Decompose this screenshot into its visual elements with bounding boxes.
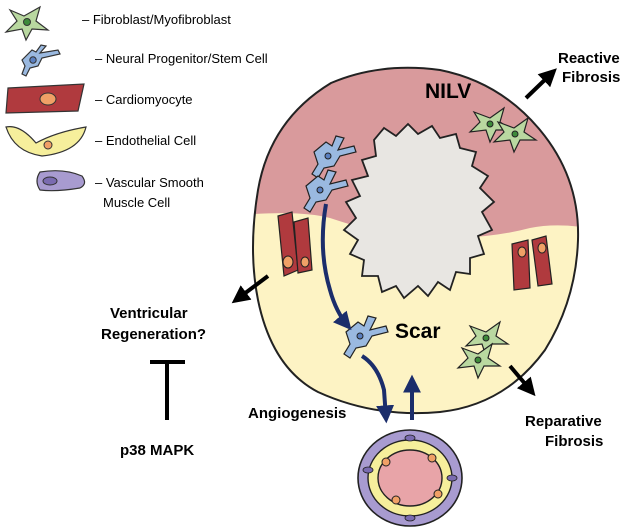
lumen bbox=[342, 122, 496, 300]
fibroblast-legend-icon bbox=[4, 5, 50, 42]
ventricular-label-line2: Regeneration? bbox=[101, 326, 206, 343]
ventricular-regeneration-arrow bbox=[231, 274, 270, 304]
fibroblasts-upper bbox=[468, 106, 538, 154]
smooth-muscle-legend-icon bbox=[36, 170, 86, 192]
angiogenesis-arrow-down bbox=[360, 354, 395, 424]
fibroblasts-lower bbox=[456, 320, 510, 380]
arrows bbox=[150, 68, 557, 424]
cardiomyocyte-right-group bbox=[511, 235, 553, 291]
endothelial-legend-icon bbox=[5, 125, 87, 157]
legend-label-endothelial: – Endothelial Cell bbox=[95, 133, 196, 148]
blood-vessel bbox=[357, 429, 463, 527]
neural-progenitor-cell-lower bbox=[343, 315, 389, 359]
scar-region bbox=[253, 213, 579, 414]
legend-label-fibroblast: – Fibroblast/Myofibroblast bbox=[82, 12, 231, 27]
reparative-fibrosis-arrow bbox=[508, 364, 536, 397]
legend-label-smooth-muscle: – Vascular Smooth bbox=[95, 175, 204, 190]
legend: – Fibroblast/Myofibroblast – Neural Prog… bbox=[4, 5, 268, 210]
cardiomyocyte-legend-icon bbox=[5, 83, 85, 114]
neural-progenitor-legend-icon bbox=[21, 44, 61, 77]
legend-label-cardiomyocyte: – Cardiomyocyte bbox=[95, 92, 193, 107]
p38-mapk-label: p38 MAPK bbox=[120, 442, 194, 459]
legend-label-neural: – Neural Progenitor/Stem Cell bbox=[95, 51, 268, 66]
migration-arrow-blue bbox=[320, 203, 352, 331]
ventricular-label-line1: Ventricular bbox=[110, 305, 188, 322]
scar-label: Scar bbox=[395, 320, 441, 343]
angiogenesis-label: Angiogenesis bbox=[248, 405, 346, 422]
reactive-label-line2: Fibrosis bbox=[562, 69, 620, 86]
reparative-label-line1: Reparative bbox=[525, 413, 602, 430]
nilv-label: NILV bbox=[425, 80, 471, 103]
reactive-fibrosis-arrow bbox=[524, 68, 557, 100]
inhibition-t-bar bbox=[150, 360, 185, 420]
neural-progenitor-cells-upper bbox=[303, 135, 357, 213]
legend-label-smooth-muscle-line2: Muscle Cell bbox=[103, 195, 170, 210]
reactive-label-line1: Reactive bbox=[558, 50, 620, 67]
cardiomyocyte-left-group bbox=[277, 211, 313, 277]
reparative-label-line2: Fibrosis bbox=[545, 433, 603, 450]
